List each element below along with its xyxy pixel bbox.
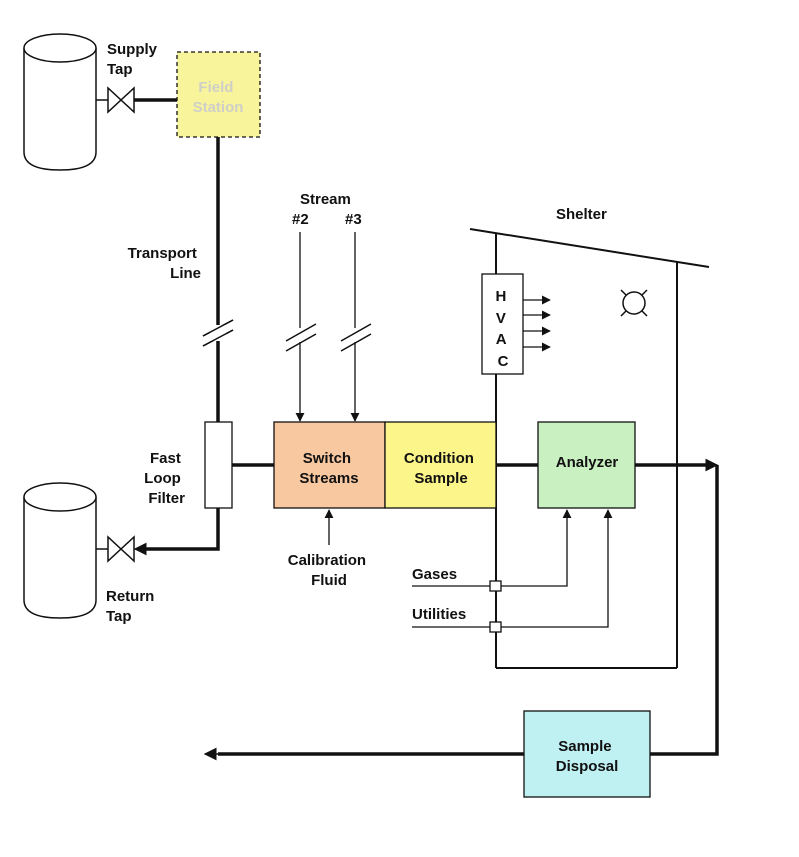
- utilities-label: Utilities: [412, 606, 466, 623]
- hvac-letters: H V A C: [495, 288, 510, 370]
- supply-tap-label: Supply Tap: [107, 41, 161, 78]
- svg-text:Field Station: Field Station: [193, 79, 244, 116]
- light-fixture-icon: [620, 289, 648, 317]
- supply-valve-icon: [96, 86, 135, 114]
- fast-loop-filter: [204, 421, 233, 509]
- fast-loop-filter-label: Fast Loop Filter: [144, 450, 185, 507]
- hvac-unit: H V A C: [481, 273, 524, 375]
- svg-text:Condition Sample: Condition Sample: [404, 450, 478, 487]
- switch-streams-box: Switch Streams: [273, 421, 386, 509]
- outlet-to-disposal-line: [650, 465, 719, 756]
- svg-text:Switch Streams: Switch Streams: [299, 450, 358, 487]
- return-tap-label: Return Tap: [106, 588, 159, 625]
- svg-text:Sample Disposal: Sample Disposal: [556, 738, 619, 775]
- shelter-roof: [469, 228, 710, 268]
- stream-3-label: #3: [345, 211, 362, 228]
- gases-line: [412, 509, 572, 587]
- hvac-airflow-arrows: [523, 295, 551, 352]
- supply-tank: [23, 33, 97, 171]
- transport-line-label: Transport Line: [128, 245, 201, 282]
- stream-2-label: #2: [292, 211, 309, 228]
- return-tank: [23, 482, 97, 619]
- stream-label: Stream: [300, 191, 351, 208]
- field-station-box: Field Station: [176, 51, 261, 138]
- utilities-wall-port-icon: [489, 621, 502, 633]
- calibration-fluid-label: Calibration Fluid: [288, 552, 371, 589]
- shelter-label: Shelter: [556, 206, 607, 223]
- gases-wall-port-icon: [489, 580, 502, 592]
- gases-label: Gases: [412, 566, 457, 583]
- condition-sample-box: Condition Sample: [384, 421, 497, 509]
- return-line: [146, 508, 220, 551]
- analyzer-box: Analyzer: [537, 421, 636, 509]
- svg-text:Analyzer: Analyzer: [556, 454, 619, 471]
- return-valve-icon: [96, 535, 135, 563]
- stream-2-break-icon: [285, 323, 317, 352]
- utilities-line: [412, 509, 613, 628]
- stream-3-break-icon: [340, 323, 372, 352]
- sample-disposal-box: Sample Disposal: [523, 710, 651, 798]
